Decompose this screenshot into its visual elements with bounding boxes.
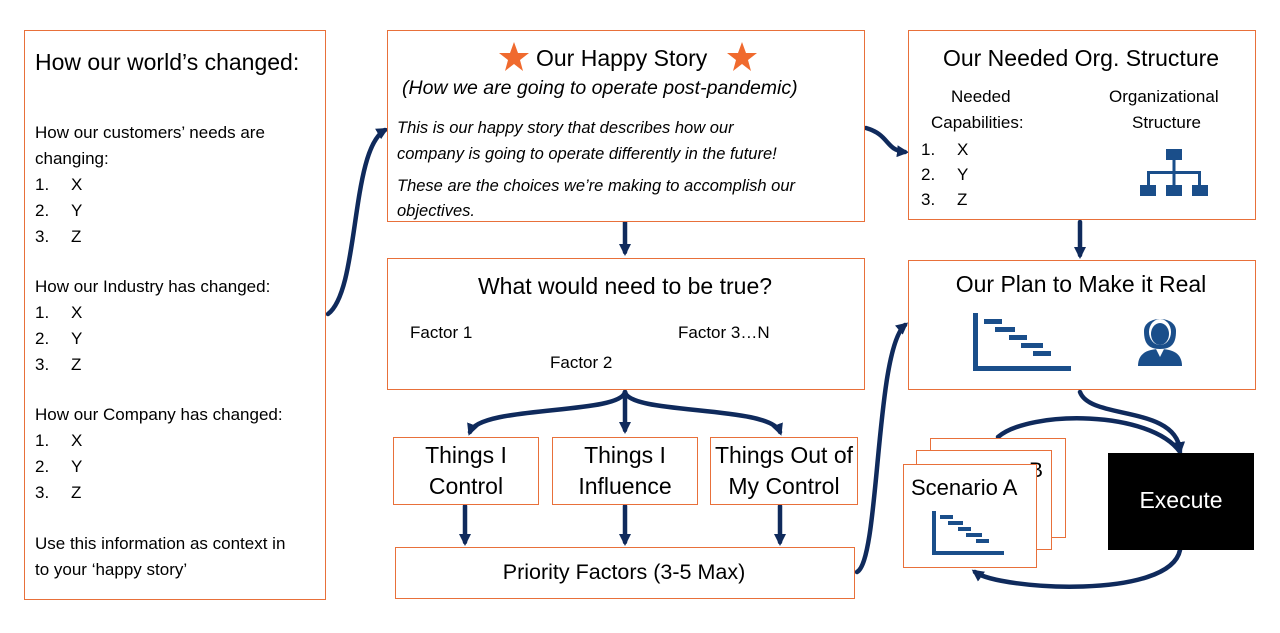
arrow-happy-to-org: [863, 125, 909, 158]
scenario-card-front: Scenario A: [903, 464, 1037, 568]
factor-3: Factor 3…N: [678, 323, 770, 342]
list-number: 2.: [35, 201, 50, 220]
happy-title: Our Happy Story: [536, 45, 708, 71]
capability-item-3: Z: [957, 190, 968, 209]
things-control-label-cont: Control: [428, 473, 504, 499]
structure-label: Organizational: [1109, 87, 1219, 106]
company-item-3: Z: [71, 483, 82, 502]
list-number: 1.: [921, 140, 936, 159]
truth-box: What would need to be true? Factor 1 Fac…: [387, 258, 865, 390]
things-control-label: Things I: [425, 442, 507, 468]
customers-item-2: Y: [71, 201, 83, 220]
list-number: 2.: [921, 165, 936, 184]
arrow-scenario-loop: [995, 416, 1183, 455]
things-out-of-control-box: Things Out of My Control: [710, 437, 858, 505]
happy-paragraph-2: These are the choices we’re making to ac…: [397, 177, 796, 195]
things-influence-label-cont: Influence: [578, 473, 672, 499]
capability-item-2: Y: [957, 165, 969, 184]
happy-paragraph-1-cont: company is going to operate differently …: [397, 145, 777, 163]
arrow-execute-to-scenario: [971, 547, 1183, 589]
industry-item-1: X: [71, 303, 83, 322]
company-item-1: X: [71, 431, 83, 450]
list-number: 1.: [35, 175, 50, 194]
execute-box: Execute: [1108, 453, 1254, 550]
structure-label-cont: Structure: [1132, 113, 1201, 132]
execute-label: Execute: [1139, 487, 1223, 513]
happy-story-box: Our Happy Story (How we are going to ope…: [387, 30, 865, 222]
arrow-truth-to-out: [622, 389, 783, 436]
customers-heading: How our customers’ needs are: [35, 123, 265, 142]
world-title: How our world’s changed:: [35, 49, 300, 75]
truth-title: What would need to be true?: [477, 273, 773, 299]
customers-heading-cont: changing:: [35, 149, 109, 168]
things-out-label-cont: My Control: [728, 473, 840, 499]
plan-title: Our Plan to Make it Real: [955, 271, 1207, 297]
arrow-plan-to-execute: [1077, 389, 1186, 454]
star-icon: [499, 42, 529, 71]
person-icon: [1138, 319, 1182, 366]
things-influence-box: Things I Influence: [552, 437, 698, 505]
capability-item-1: X: [957, 140, 969, 159]
arrow-priority-to-plan: [854, 322, 909, 575]
factor-1: Factor 1: [410, 323, 473, 342]
industry-item-2: Y: [71, 329, 83, 348]
things-out-label: Things Out of: [714, 442, 854, 468]
world-footer-cont: to your ‘happy story’: [35, 560, 188, 579]
world-changed-box: How our world’s changed: How our custome…: [24, 30, 326, 600]
company-item-2: Y: [71, 457, 83, 476]
gantt-chart-icon: [973, 313, 1071, 371]
priority-factors-box: Priority Factors (3-5 Max): [395, 547, 855, 599]
list-number: 2.: [35, 457, 50, 476]
things-control-box: Things I Control: [393, 437, 539, 505]
gantt-chart-icon: [932, 511, 1004, 555]
arrow-world-to-happy: [325, 127, 389, 317]
customers-item-1: X: [71, 175, 83, 194]
list-number: 3.: [921, 190, 936, 209]
list-number: 1.: [35, 431, 50, 450]
happy-paragraph-1: This is our happy story that describes h…: [397, 119, 734, 137]
list-number: 3.: [35, 483, 50, 502]
plan-box: Our Plan to Make it Real: [908, 260, 1256, 390]
industry-heading: How our Industry has changed:: [35, 277, 271, 296]
customers-item-3: Z: [71, 227, 82, 246]
factor-2: Factor 2: [550, 353, 613, 372]
happy-paragraph-2-cont: objectives.: [397, 202, 475, 220]
org-title: Our Needed Org. Structure: [942, 45, 1220, 71]
industry-item-3: Z: [71, 355, 82, 374]
company-heading: How our Company has changed:: [35, 405, 283, 424]
happy-subtitle: (How we are going to operate post-pandem…: [402, 77, 798, 99]
list-number: 3.: [35, 355, 50, 374]
things-influence-label: Things I: [584, 442, 666, 468]
list-number: 2.: [35, 329, 50, 348]
list-number: 1.: [35, 303, 50, 322]
priority-label: Priority Factors (3-5 Max): [502, 560, 746, 584]
world-footer: Use this information as context in: [35, 534, 286, 553]
capabilities-label-cont: Capabilities:: [931, 113, 1024, 132]
org-chart-icon: [1140, 149, 1208, 196]
org-structure-box: Our Needed Org. Structure Needed Capabil…: [908, 30, 1256, 220]
list-number: 3.: [35, 227, 50, 246]
scenario-label: Scenario A: [911, 475, 1018, 500]
capabilities-label: Needed: [951, 87, 1011, 106]
arrow-truth-to-control: [467, 389, 628, 436]
star-icon: [727, 42, 757, 71]
